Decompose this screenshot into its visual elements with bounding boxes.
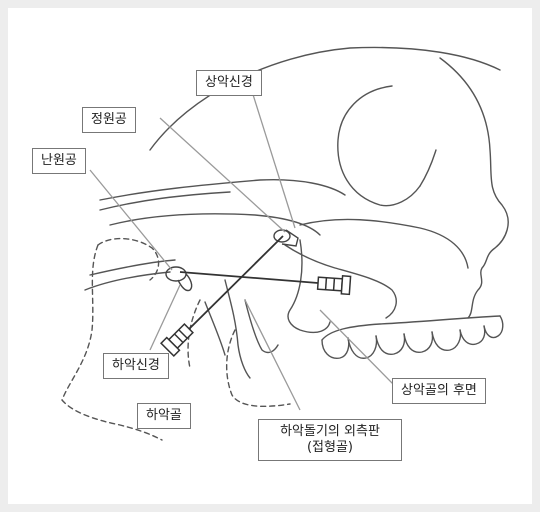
leader-foramen-ovale bbox=[90, 170, 172, 270]
label-pterygoid-plate-line1: 하악돌기의 외측판 bbox=[267, 424, 393, 440]
leader-maxilla-posterior bbox=[320, 310, 395, 386]
label-maxillary-nerve: 상악신경 bbox=[196, 70, 262, 96]
leader-pterygoid-plate bbox=[245, 300, 300, 410]
zygomatic-outline bbox=[300, 219, 468, 268]
label-pterygoid-plate: 하악돌기의 외측판 (접형골) bbox=[258, 419, 402, 461]
label-pterygoid-plate-line2: (접형골) bbox=[267, 440, 393, 456]
syringe-right bbox=[317, 274, 350, 294]
label-foramen-rotundum: 정원공 bbox=[82, 107, 136, 133]
label-maxilla-posterior: 상악골의 후면 bbox=[392, 378, 486, 404]
label-mandibular-nerve: 하악신경 bbox=[103, 353, 169, 379]
label-mandible: 하악골 bbox=[137, 403, 191, 429]
orbit-outline bbox=[338, 86, 420, 206]
pterygoid-plate bbox=[225, 280, 250, 378]
needle-ovale bbox=[180, 272, 318, 283]
face-profile bbox=[440, 58, 508, 318]
foramen-ovale-mark bbox=[166, 267, 186, 281]
maxillary-teeth bbox=[322, 316, 503, 358]
label-foramen-ovale: 난원공 bbox=[32, 148, 86, 174]
cranium-outline bbox=[150, 47, 500, 150]
